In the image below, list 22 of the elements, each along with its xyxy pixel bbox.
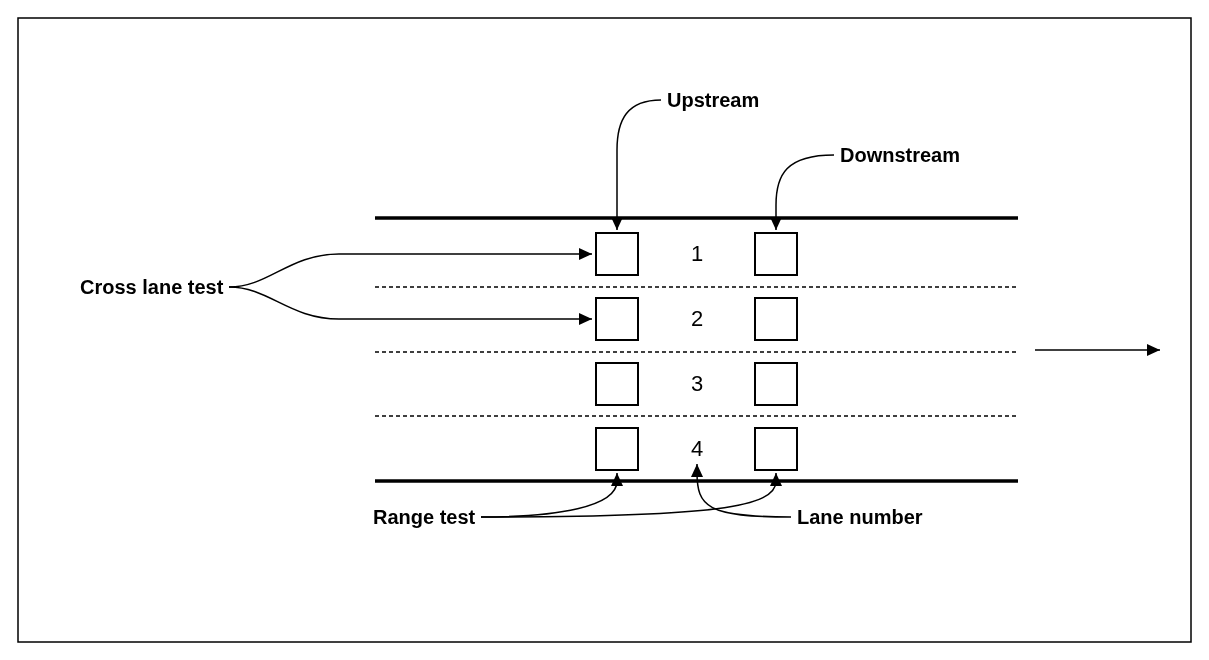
lane-number: 2 — [685, 306, 709, 332]
detector-box — [754, 427, 798, 471]
lane-number: 1 — [685, 241, 709, 267]
callout-label: Cross lane test — [80, 275, 224, 299]
callout-label: Upstream — [667, 88, 760, 112]
detector-box — [754, 297, 798, 341]
leader-line — [611, 99, 662, 231]
lane-number: 3 — [685, 371, 709, 397]
detector-box — [595, 297, 639, 341]
leader-line — [770, 154, 835, 231]
detector-box — [595, 232, 639, 276]
detector-box — [754, 232, 798, 276]
detector-box — [595, 427, 639, 471]
callout-label: Lane number — [797, 505, 923, 529]
callout-label: Range test — [373, 505, 476, 529]
detector-box — [595, 362, 639, 406]
callout-label: Downstream — [840, 143, 961, 167]
detector-box — [754, 362, 798, 406]
leader-line — [228, 286, 593, 325]
leader-line — [480, 472, 782, 518]
lane-number: 4 — [685, 436, 709, 462]
leader-line — [691, 463, 792, 518]
